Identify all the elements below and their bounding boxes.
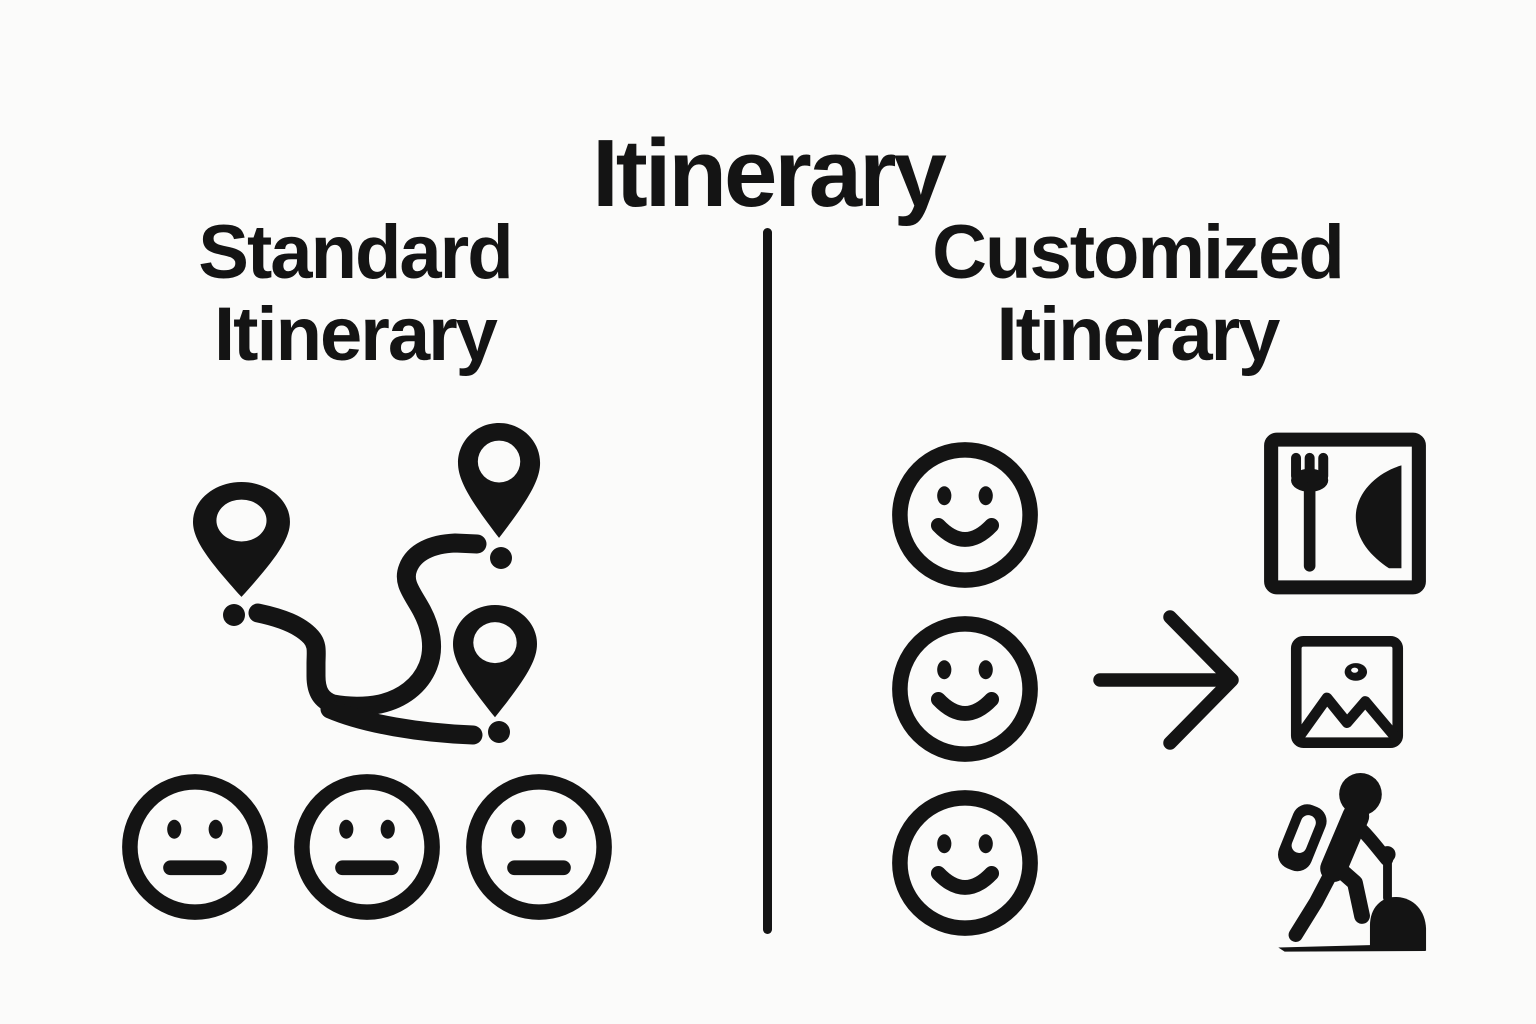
vertical-divider bbox=[763, 228, 772, 934]
left-panel-heading: Standard Itinerary bbox=[75, 210, 635, 378]
left-heading-line2: Itinerary bbox=[214, 292, 498, 378]
left-heading-line1: Standard bbox=[198, 210, 513, 295]
neutral-face-icon bbox=[122, 774, 268, 920]
smiley-face-icon bbox=[892, 790, 1038, 936]
smiley-faces-column bbox=[891, 441, 1039, 937]
hiker-icon bbox=[1278, 772, 1427, 952]
page-title: Itinerary bbox=[592, 120, 947, 228]
route-map-icon bbox=[193, 423, 541, 745]
right-heading-line2: Itinerary bbox=[996, 292, 1281, 378]
restaurant-icon bbox=[1264, 432, 1426, 595]
photo-icon bbox=[1290, 635, 1404, 749]
smiley-face-icon bbox=[892, 442, 1038, 588]
neutral-face-icon bbox=[294, 774, 440, 920]
arrow-right-icon bbox=[1093, 610, 1239, 750]
knife-glyph bbox=[1355, 465, 1402, 569]
fork-glyph bbox=[1291, 452, 1329, 572]
smiley-face-icon bbox=[892, 616, 1038, 762]
neutral-face-icon bbox=[466, 774, 612, 920]
right-heading-line1: Customized bbox=[932, 210, 1345, 295]
neutral-faces-row bbox=[121, 773, 613, 921]
right-panel-heading: Customized Itinerary bbox=[875, 210, 1400, 378]
